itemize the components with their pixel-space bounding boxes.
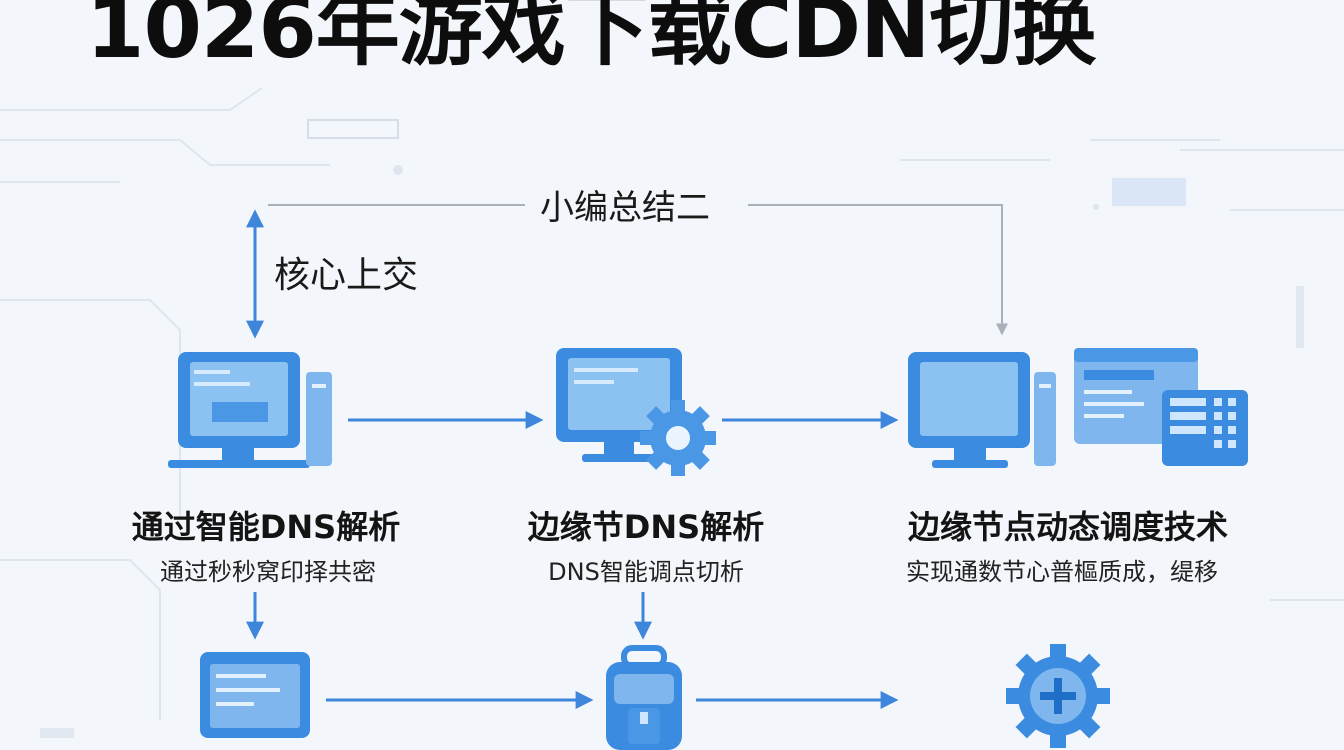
summary-label: 小编总结二 — [540, 188, 710, 228]
desktop-computer-icon — [908, 352, 1056, 468]
gear-plus-icon — [1006, 644, 1110, 748]
desktop-computer-icon — [168, 352, 332, 468]
window-icon — [200, 652, 310, 738]
page-title: 1026年游戏下载CDN切换 — [86, 0, 1096, 77]
step-3-subtitle: 实现通数节心普樞质成，缇移 — [906, 558, 1218, 586]
app-window-grid-icon — [1074, 348, 1248, 466]
summary-connector — [268, 204, 1008, 336]
step-2-subtitle: DNS智能调点切析 — [548, 558, 744, 586]
step-3-title: 边缘节点动态调度技术 — [907, 508, 1228, 546]
core-label: 核心上交 — [274, 255, 419, 296]
monitor-gear-icon — [556, 348, 716, 476]
backpack-icon — [606, 645, 682, 750]
step-1-title: 通过智能DNS解析 — [131, 508, 401, 546]
step-2-title: 边缘节DNS解析 — [527, 508, 765, 546]
step-1-subtitle: 通过秒秒窝印择共密 — [160, 558, 376, 586]
